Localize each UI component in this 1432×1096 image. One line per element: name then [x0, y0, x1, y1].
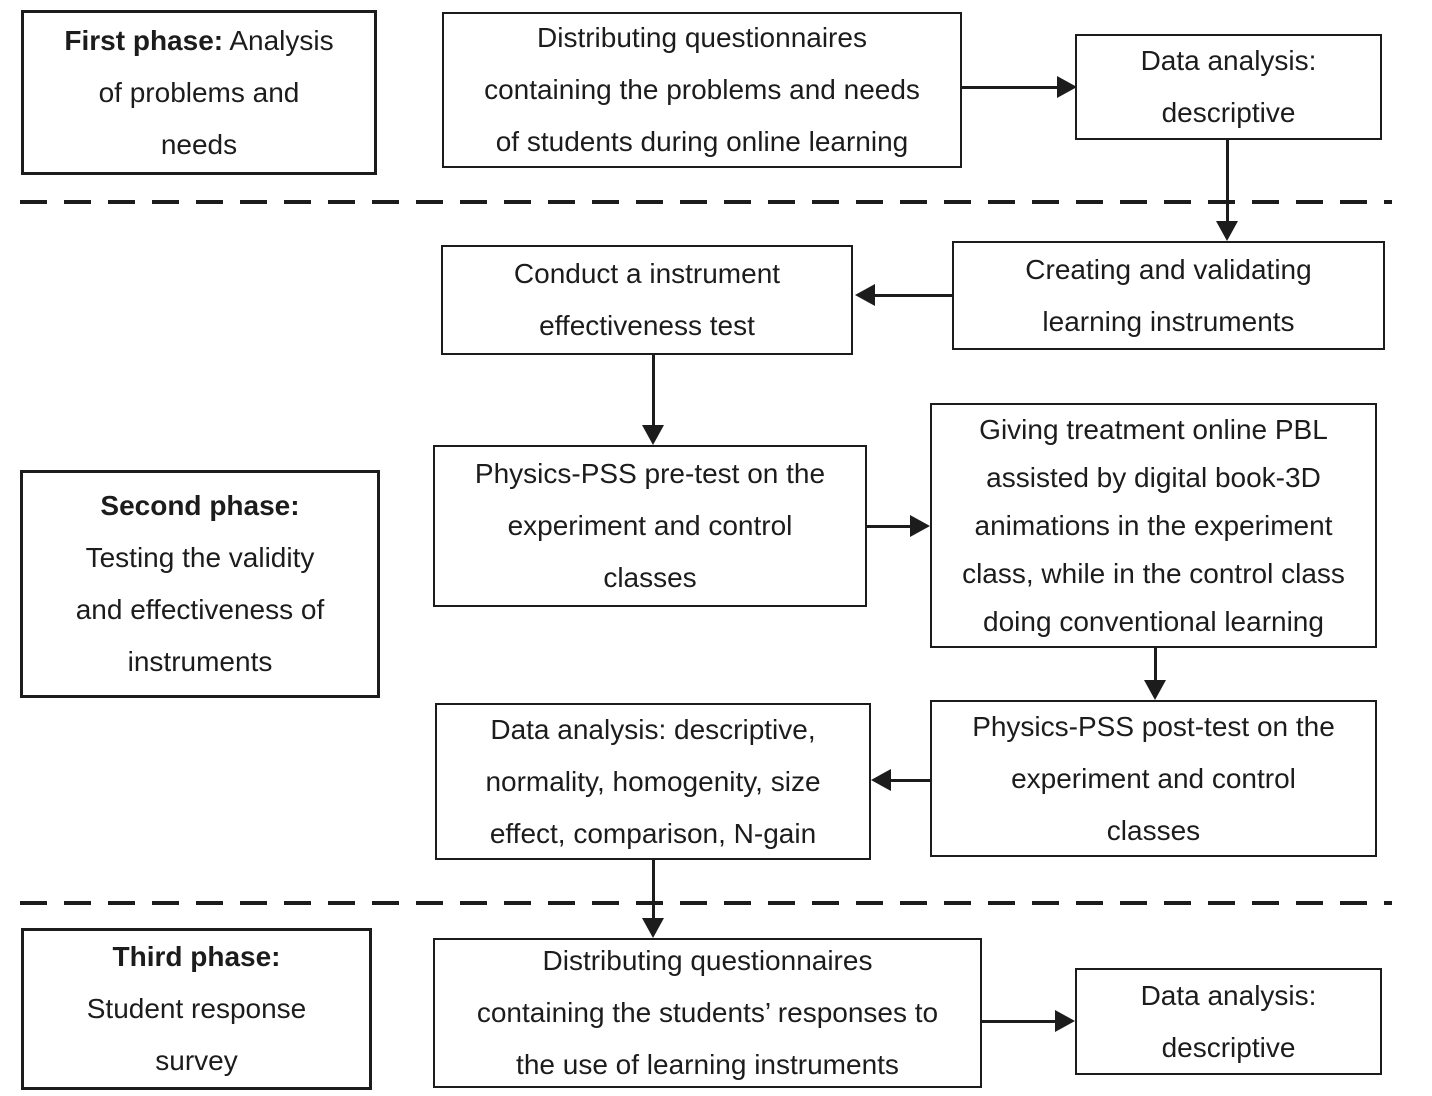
phase1-data-analysis-text: Data analysis: descriptive [1140, 45, 1317, 128]
phase2-data-analysis-box: Data analysis: descriptive, normality, h… [435, 703, 871, 860]
arrowhead-down-icon [642, 918, 664, 938]
phase3-label-box: Third phase:Student response survey [21, 928, 372, 1090]
phase2-data-analysis-text: Data analysis: descriptive, normality, h… [485, 713, 821, 849]
phase-separator-2 [20, 901, 1392, 905]
phase3-label: Third phase:Student response survey [86, 941, 307, 1076]
arrow-shaft [888, 778, 930, 782]
phase2-conduct-box: Conduct a instrument effectiveness test [441, 245, 853, 355]
arrowhead-down-icon [1144, 680, 1166, 700]
arrow-posttest-to-analysis2 [871, 769, 930, 791]
arrow-treatment-to-posttest [1144, 648, 1166, 700]
arrowhead-right-icon [910, 515, 930, 537]
phase1-questionnaire-text: Distributing questionnaires containing t… [484, 22, 920, 157]
arrowhead-down-icon [1216, 221, 1238, 241]
phase1-label-box: First phase: Analysis of problems and ne… [21, 10, 377, 175]
arrow-shaft [1153, 648, 1157, 683]
arrowhead-left-icon [855, 284, 875, 306]
phase2-creating-box: Creating and validating learning instrum… [952, 241, 1385, 350]
arrowhead-down-icon [642, 425, 664, 445]
arrow-analysis1-to-creating [1216, 140, 1238, 241]
arrow-shaft [651, 860, 655, 921]
phase3-data-analysis-box: Data analysis: descriptive [1075, 968, 1382, 1075]
arrow-shaft [651, 355, 655, 428]
phase3-data-analysis-text: Data analysis: descriptive [1140, 979, 1317, 1063]
arrowhead-left-icon [871, 769, 891, 791]
arrow-shaft [872, 293, 952, 297]
phase2-posttest-text: Physics-PSS post-test on the experiment … [972, 710, 1335, 846]
phase2-treatment-text: Giving treatment online PBL assisted by … [962, 413, 1345, 637]
phase2-pretest-box: Physics-PSS pre-test on the experiment a… [433, 445, 867, 607]
phase1-data-analysis-box: Data analysis: descriptive [1075, 34, 1382, 140]
arrow-analysis2-to-questionnaire3 [642, 860, 664, 938]
phase1-label: First phase: Analysis of problems and ne… [64, 24, 334, 160]
arrow-creating-to-conduct [855, 284, 952, 306]
phase2-treatment-box: Giving treatment online PBL assisted by … [930, 403, 1377, 648]
arrowhead-right-icon [1057, 76, 1077, 98]
arrow-shaft [982, 1019, 1058, 1023]
arrow-questionnaire3-to-analysis3 [982, 1010, 1075, 1032]
arrow-pretest-to-treatment [867, 515, 930, 537]
arrow-shaft [867, 524, 913, 528]
phase2-label: Second phase:Testing the validity and ef… [75, 490, 325, 677]
phase2-label-box: Second phase:Testing the validity and ef… [20, 470, 380, 698]
phase2-posttest-box: Physics-PSS post-test on the experiment … [930, 700, 1377, 857]
arrow-questionnaire1-to-analysis1 [962, 76, 1077, 98]
phase1-questionnaire-box: Distributing questionnaires containing t… [442, 12, 962, 168]
phase2-pretest-text: Physics-PSS pre-test on the experiment a… [474, 458, 826, 593]
phase3-questionnaire-text: Distributing questionnaires containing t… [476, 945, 939, 1080]
phase-separator-1 [20, 200, 1392, 204]
phase3-questionnaire-box: Distributing questionnaires containing t… [433, 938, 982, 1088]
arrowhead-right-icon [1055, 1010, 1075, 1032]
arrow-shaft [962, 85, 1060, 89]
arrow-shaft [1225, 140, 1229, 224]
phase2-creating-text: Creating and validating learning instrum… [1025, 253, 1312, 337]
phase2-conduct-text: Conduct a instrument effectiveness test [513, 258, 781, 341]
arrow-conduct-to-pretest [642, 355, 664, 445]
